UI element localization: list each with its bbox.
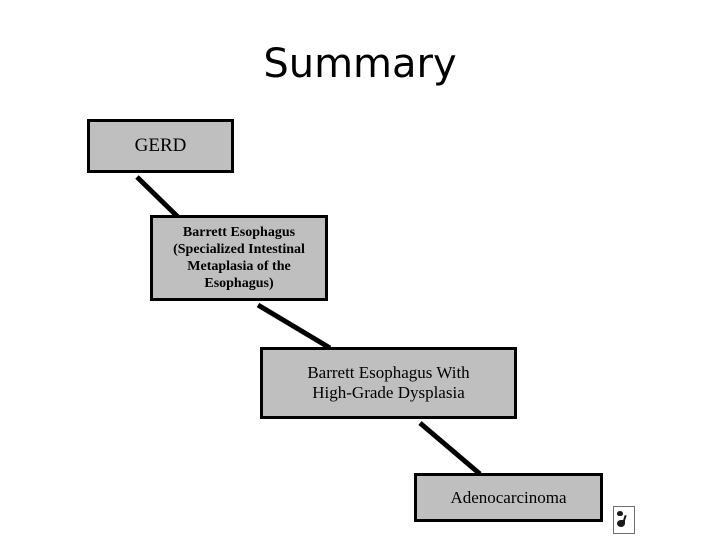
connector-high-grade-dysplasia-to-adenocarcinoma [418,421,482,476]
flow-node-barrett-esophagus[interactable]: Barrett Esophagus (Specialized Intestina… [150,215,328,301]
broken-image-icon-shape-top [617,511,623,516]
page-title: Summary [263,41,457,87]
broken-image-icon-shape-bottom [617,520,625,527]
connector-barrett-to-high-grade-dysplasia [256,302,332,351]
flow-node-gerd-label: GERD [134,135,187,156]
flow-node-gerd[interactable]: GERD [87,119,234,173]
flow-node-adenocarcinoma-label: Adenocarcinoma [450,487,567,507]
flow-node-high-grade-dysplasia[interactable]: Barrett Esophagus With High-Grade Dyspla… [260,347,517,419]
flow-node-high-grade-dysplasia-label: Barrett Esophagus With High-Grade Dyspla… [307,363,470,402]
connector-gerd-to-barrett [135,175,180,219]
flow-node-barrett-esophagus-label: Barrett Esophagus (Specialized Intestina… [173,225,305,291]
flow-node-adenocarcinoma[interactable]: Adenocarcinoma [414,473,603,522]
broken-image-icon [613,506,635,534]
